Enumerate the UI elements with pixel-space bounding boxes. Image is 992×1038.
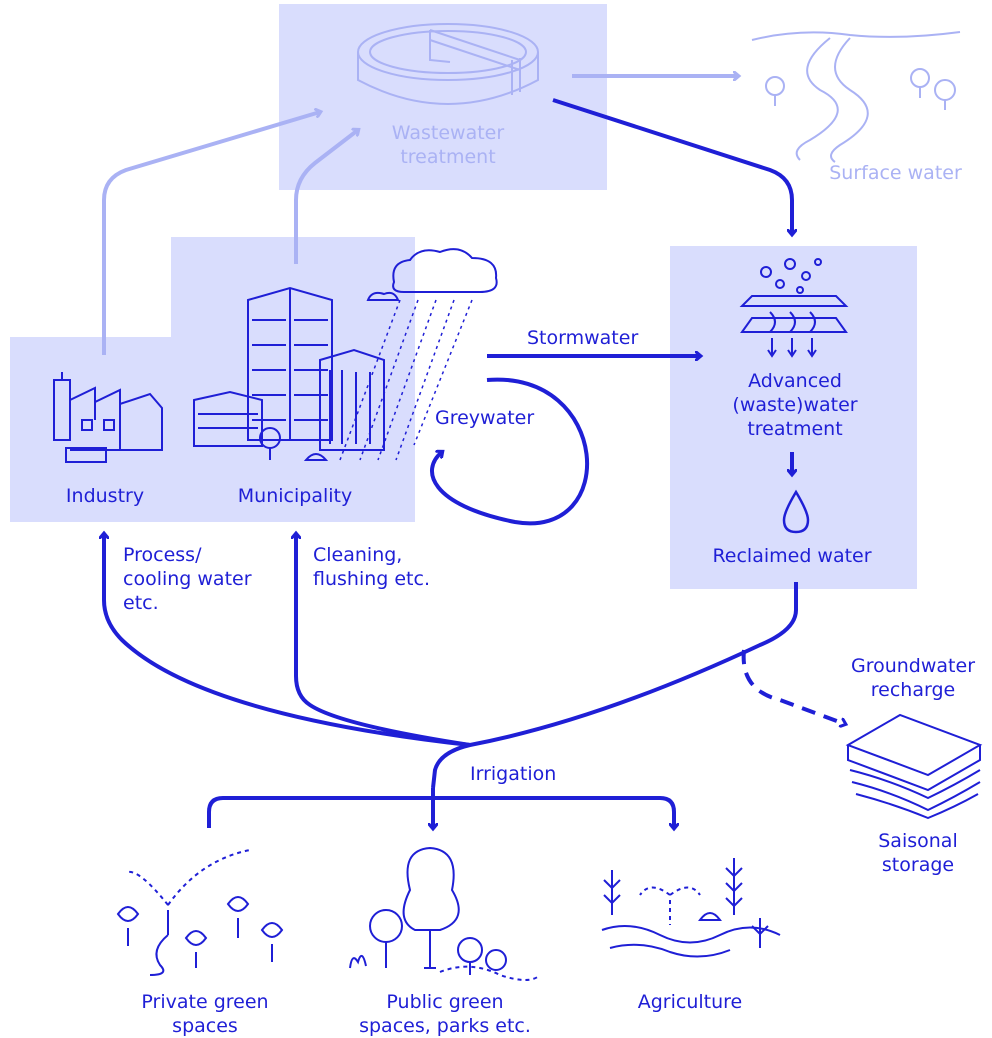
industry-label: Industry — [65, 485, 145, 507]
process-cooling-label: Process/ cooling water etc. — [123, 544, 252, 614]
agriculture-label: Agriculture — [637, 991, 743, 1013]
soil-layers-icon — [845, 713, 983, 820]
public-green-label: Public green spaces, parks etc. — [359, 991, 531, 1037]
crops-sprinkler-icon — [601, 858, 781, 958]
surface-water-label: Surface water — [829, 162, 962, 184]
wastewater-treatment-label: Wastewater treatment — [391, 122, 505, 168]
municipality-panel — [171, 237, 415, 522]
reuse-flows — [104, 98, 845, 828]
factory-icon — [53, 372, 163, 463]
water-drop-icon — [782, 489, 810, 534]
greywater-label: Greywater — [435, 407, 535, 429]
river-icon — [751, 31, 961, 163]
groundwater-recharge-label: Groundwater recharge — [850, 655, 976, 701]
sprinkler-flowers-icon — [116, 849, 284, 976]
city-buildings-icon — [193, 286, 385, 461]
private-green-label: Private green spaces — [141, 991, 269, 1037]
rain-cloud-icon — [339, 248, 498, 461]
stormwater-label: Stormwater — [527, 327, 639, 349]
municipality-label: Municipality — [237, 485, 353, 507]
trees-icon — [349, 846, 541, 981]
cleaning-flushing-label: Cleaning, flushing etc. — [313, 544, 430, 590]
reclaimed-water-label: Reclaimed water — [712, 545, 872, 567]
clarifier-tank-icon — [357, 23, 539, 105]
seasonal-storage-label: Saisonal storage — [878, 830, 958, 876]
flow-to-wastewater — [102, 76, 738, 355]
irrigation-label: Irrigation — [470, 763, 557, 785]
advanced-treatment-label: Advanced (waste)water treatment — [732, 370, 858, 440]
filtration-icon — [739, 258, 849, 358]
